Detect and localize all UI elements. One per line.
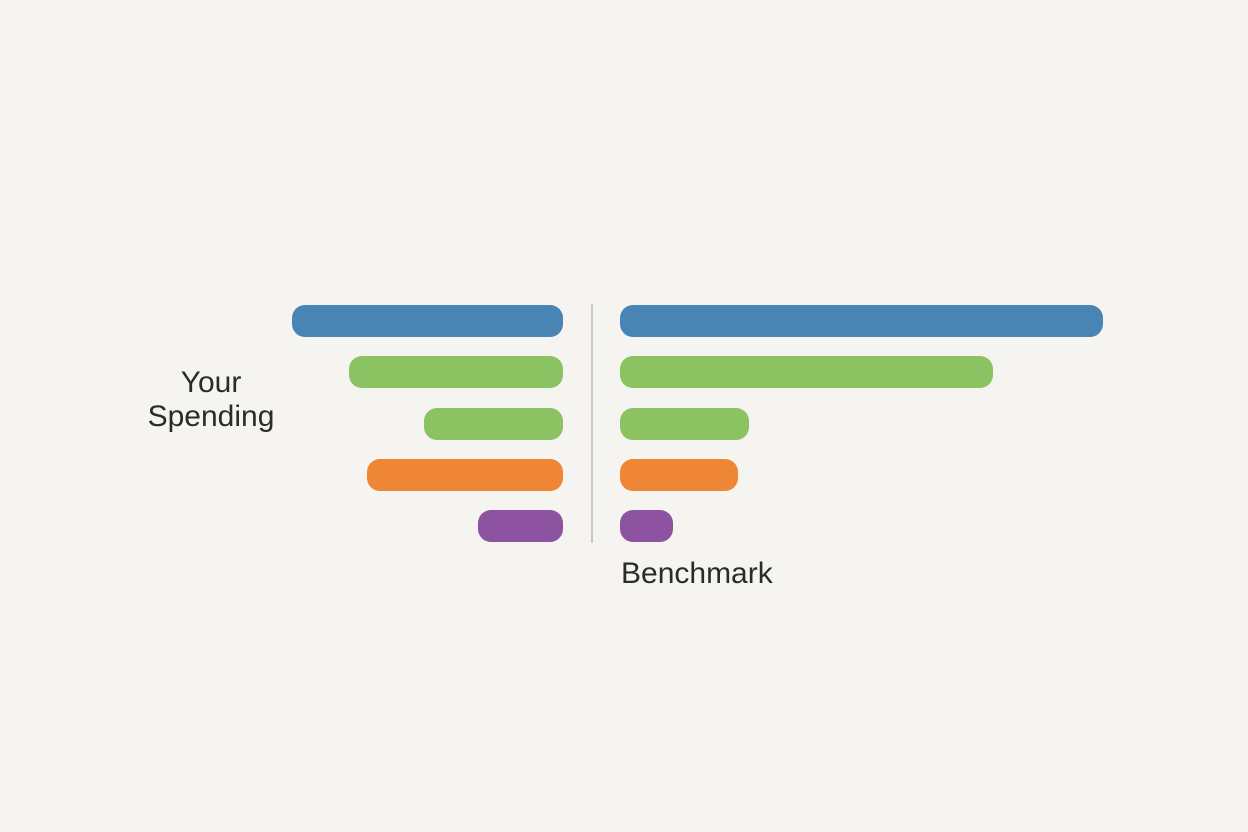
bar-benchmark-row-5 (620, 510, 673, 542)
your-spending-label: Your Spending (121, 366, 301, 434)
bar-your-spending-row-5 (478, 510, 563, 542)
bar-your-spending-row-1 (292, 305, 563, 337)
bar-benchmark-row-2 (620, 356, 993, 388)
your-spending-label-line1: Your (180, 366, 242, 399)
bar-your-spending-row-2 (349, 356, 563, 388)
bar-benchmark-row-1 (620, 305, 1103, 337)
center-divider-line (591, 304, 593, 543)
bar-benchmark-row-4 (620, 459, 738, 491)
bar-your-spending-row-4 (367, 459, 563, 491)
benchmark-label: Benchmark (621, 557, 773, 590)
bar-your-spending-row-3 (424, 408, 563, 440)
bar-benchmark-row-3 (620, 408, 749, 440)
your-spending-label-line2: Spending (147, 400, 275, 433)
